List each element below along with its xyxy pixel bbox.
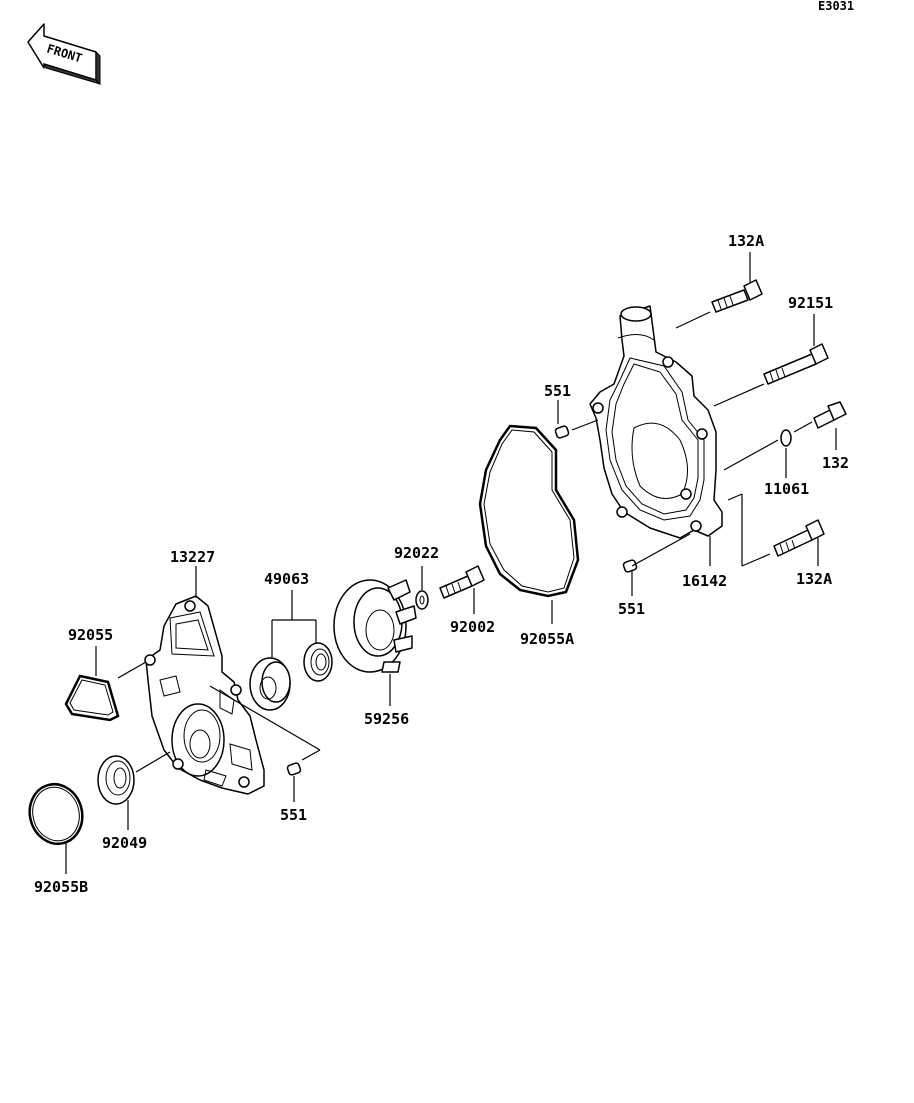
washer-11061 [780,429,792,447]
label-92055A: 92055A [520,630,574,648]
bolt-92151 [763,343,829,385]
bolt-132A-bottom [773,519,825,557]
dowel-551-right [622,559,638,573]
dowel-551-bottom [286,762,302,776]
part-labels: 132A 92151 551 132 11061 16142 132A 551 … [34,232,849,896]
label-16142: 16142 [682,572,727,590]
label-92055B: 92055B [34,878,88,896]
label-92022: 92022 [394,544,439,562]
bolt-92002 [439,565,485,599]
gasket-92055A [478,424,580,598]
label-49063: 49063 [264,570,309,588]
label-132A-bottom: 132A [796,570,832,588]
front-arrow-icon: FRONT [27,23,101,86]
label-92002: 92002 [450,618,495,636]
dowel-551-top [554,425,570,439]
bolt-132 [813,401,847,429]
diagram-code: E3031 [818,0,854,13]
washer-92022 [415,590,429,610]
pump-body-13227 [144,595,265,795]
leader-lines [65,252,837,874]
label-13227: 13227 [170,548,215,566]
label-132: 132 [822,454,849,472]
label-551-top: 551 [544,382,571,400]
mechanical-seal-49063 [249,642,333,711]
impeller-59256 [333,579,417,673]
o-ring-92055B [28,783,84,845]
label-92049: 92049 [102,834,147,852]
label-92151: 92151 [788,294,833,312]
label-11061: 11061 [764,480,809,498]
o-ring-92055 [64,674,120,722]
label-551-right: 551 [618,600,645,618]
label-551-bottom: 551 [280,806,307,824]
oil-seal-92049 [97,755,135,805]
bolt-132A-top [711,279,763,313]
pump-cover [589,305,723,539]
label-92055: 92055 [68,626,113,644]
label-132A-top: 132A [728,232,764,250]
label-59256: 59256 [364,710,409,728]
